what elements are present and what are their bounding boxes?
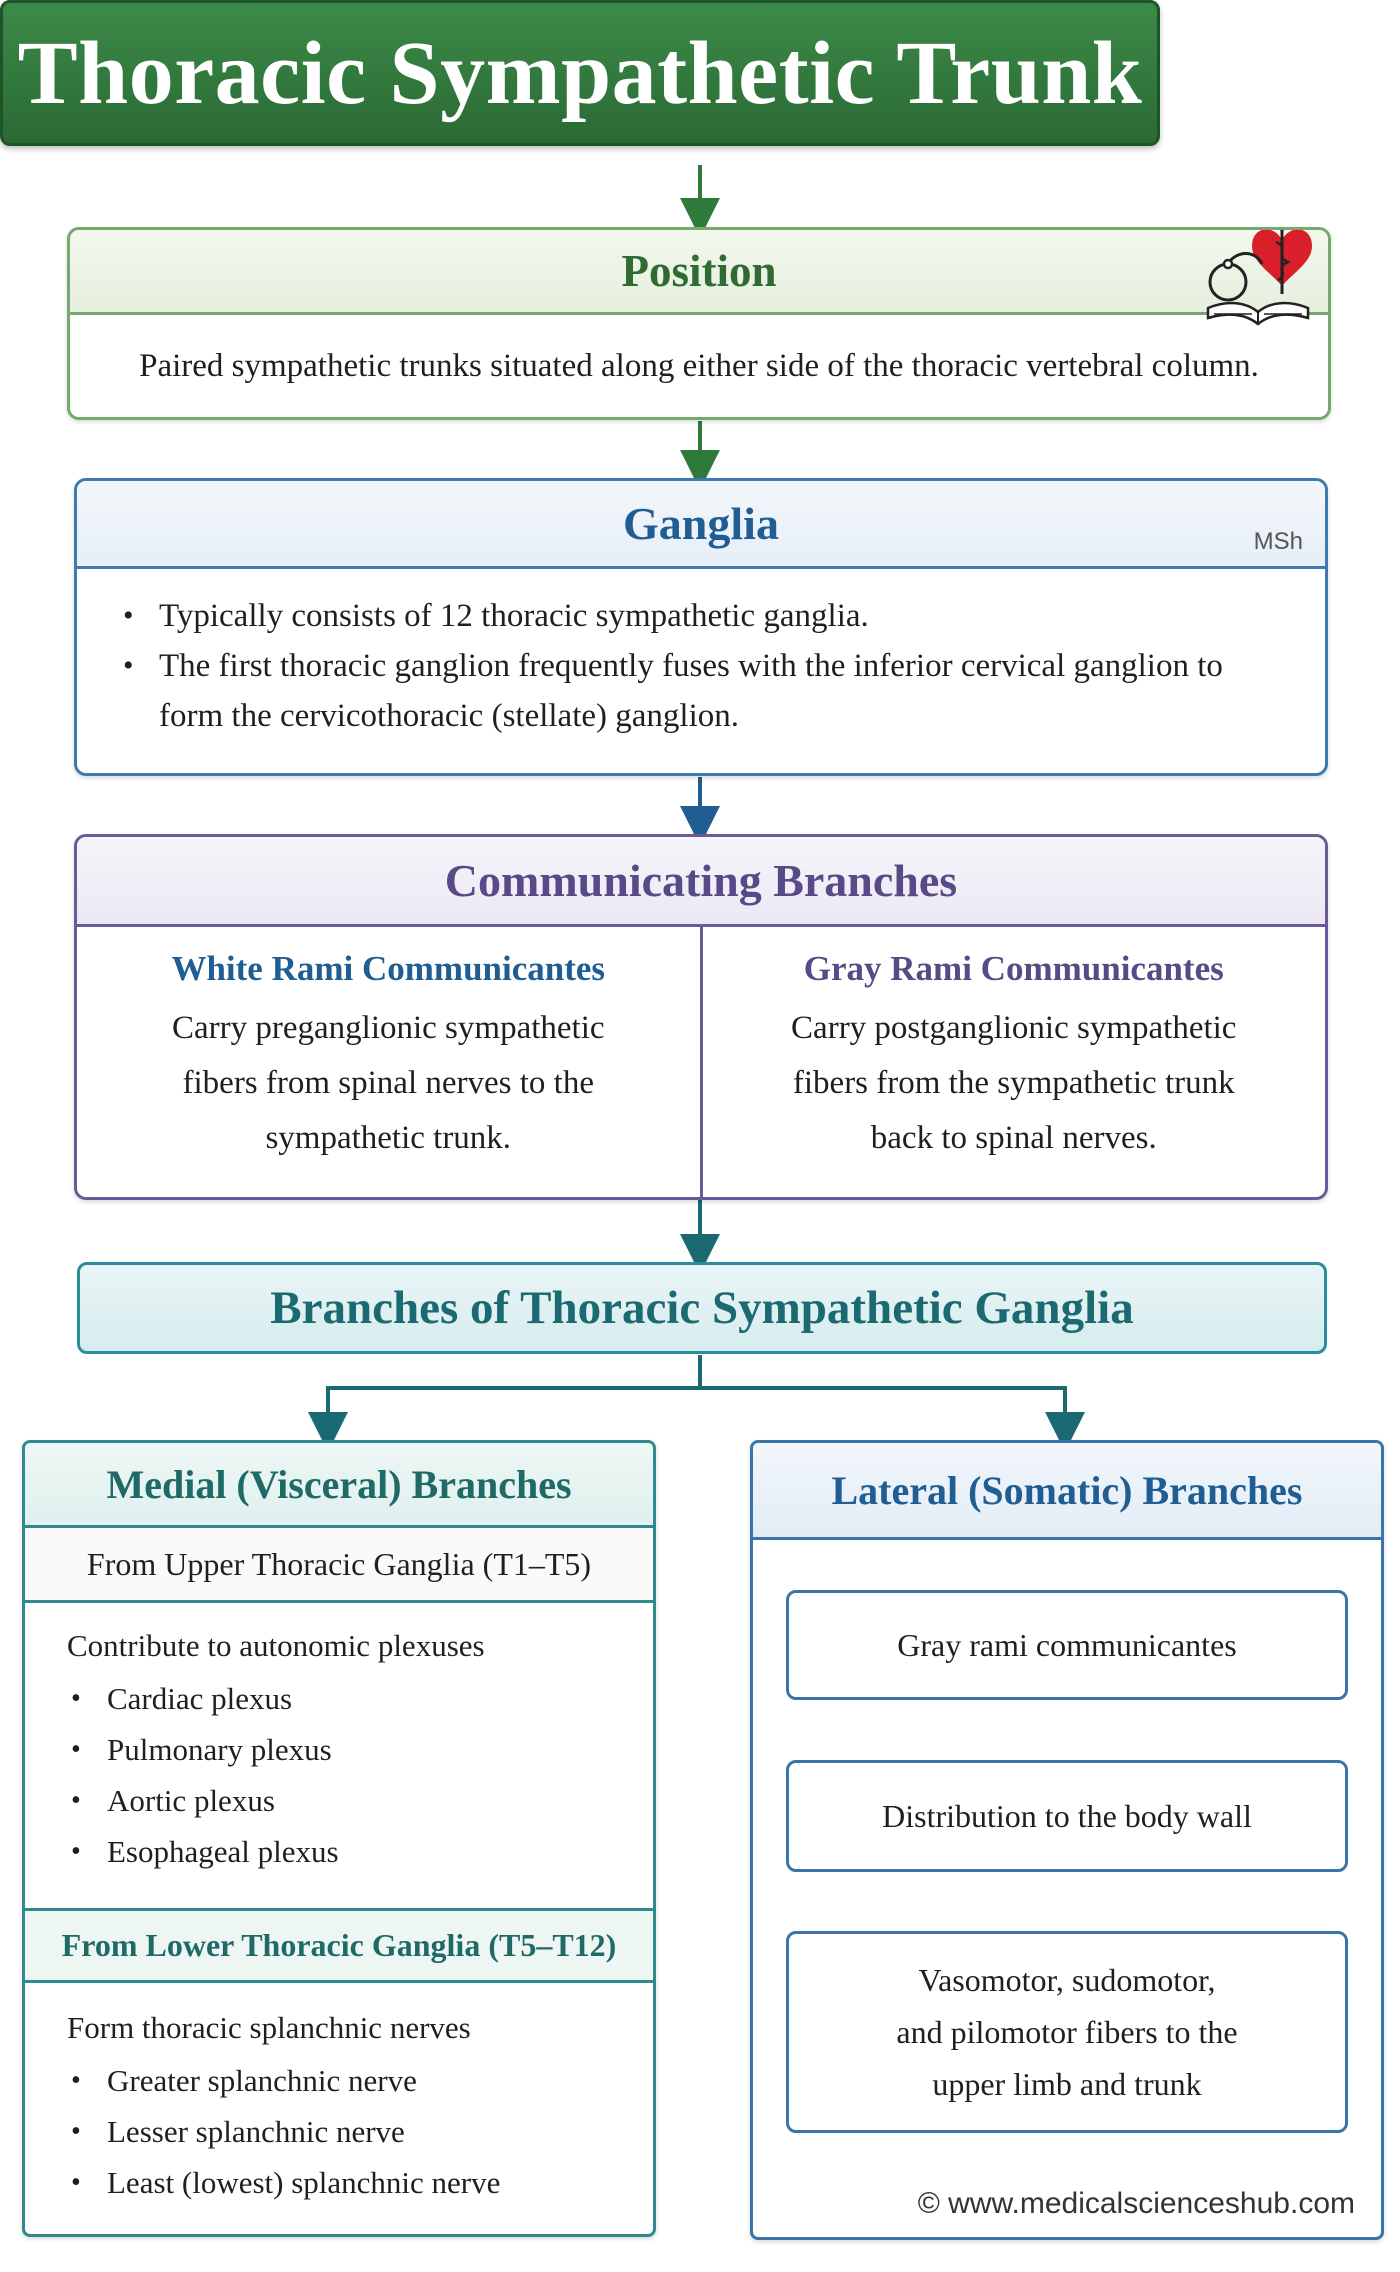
body-wall-box: Distribution to the body wall xyxy=(786,1760,1348,1872)
communicating-heading: Communicating Branches xyxy=(77,837,1325,927)
gray-rami-line: Carry postganglionic sympathetic xyxy=(791,1010,1237,1046)
fibers-line: and pilomotor fibers to the xyxy=(896,2014,1238,2050)
msh-watermark: MSh xyxy=(1253,528,1303,555)
lower-ganglia-subheading: From Lower Thoracic Ganglia (T5–T12) xyxy=(25,1908,653,1983)
white-rami-line: Carry preganglionic sympathetic xyxy=(171,1010,605,1046)
arrow-branches-split xyxy=(328,1355,1065,1390)
copyright-footer: © www.medicalscienceshub.com xyxy=(917,2187,1355,2220)
gray-rami-box: Gray rami communicantes xyxy=(786,1590,1348,1700)
position-box: Position Paired sympathetic trunks situa… xyxy=(67,227,1331,420)
branches-heading: Branches of Thoracic Sympathetic Ganglia xyxy=(77,1262,1327,1354)
list-item: Pulmonary plexus xyxy=(67,1724,611,1775)
upper-ganglia-section: Contribute to autonomic plexuses Cardiac… xyxy=(25,1603,653,1908)
ganglia-heading: Ganglia MSh xyxy=(77,481,1325,569)
list-item: Cardiac plexus xyxy=(67,1673,611,1724)
position-heading: Position xyxy=(70,230,1328,315)
list-item: Aortic plexus xyxy=(67,1775,611,1826)
ganglia-box: Ganglia MSh Typically consists of 12 tho… xyxy=(74,478,1328,776)
white-rami-column: White Rami Communicantes Carry pregangli… xyxy=(77,927,700,1197)
upper-intro: Contribute to autonomic plexuses xyxy=(67,1628,485,1663)
list-item: Esophageal plexus xyxy=(67,1826,611,1877)
fibers-line: upper limb and trunk xyxy=(932,2066,1202,2102)
lower-ganglia-section: Form thoracic splanchnic nerves Greater … xyxy=(25,1983,653,2208)
list-item: Greater splanchnic nerve xyxy=(67,2055,611,2106)
page-title-text: Thoracic Sympathetic Trunk xyxy=(17,23,1143,123)
gray-rami-line: fibers from the sympathetic trunk xyxy=(792,1065,1235,1101)
open-book-icon xyxy=(1206,301,1310,326)
lower-intro: Form thoracic splanchnic nerves xyxy=(67,2010,471,2045)
list-item: Typically consists of 12 thoracic sympat… xyxy=(117,591,1285,641)
medial-branches-box: Medial (Visceral) Branches From Upper Th… xyxy=(22,1440,656,2237)
list-item: The first thoracic ganglion frequently f… xyxy=(117,641,1285,741)
medial-heading: Medial (Visceral) Branches xyxy=(25,1443,653,1528)
lateral-heading: Lateral (Somatic) Branches xyxy=(753,1443,1381,1540)
white-rami-line: sympathetic trunk. xyxy=(265,1120,512,1156)
communicating-box: Communicating Branches White Rami Commun… xyxy=(74,834,1328,1200)
ganglia-heading-text: Ganglia xyxy=(623,498,779,549)
gray-rami-title: Gray Rami Communicantes xyxy=(803,949,1224,988)
fibers-box: Vasomotor, sudomotor, and pilomotor fibe… xyxy=(786,1931,1348,2133)
gray-rami-line: back to spinal nerves. xyxy=(870,1120,1157,1156)
list-item: Lesser splanchnic nerve xyxy=(67,2106,611,2157)
heart-caduceus-icon xyxy=(1206,230,1312,326)
page-title: Thoracic Sympathetic Trunk xyxy=(0,0,1160,146)
list-item: Least (lowest) splanchnic nerve xyxy=(67,2157,611,2208)
white-rami-title: White Rami Communicantes xyxy=(171,949,606,988)
lateral-branches-box: Lateral (Somatic) Branches Gray rami com… xyxy=(750,1440,1384,2240)
upper-ganglia-subheading: From Upper Thoracic Ganglia (T1–T5) xyxy=(25,1528,653,1603)
stethoscope-icon xyxy=(1208,252,1264,302)
white-rami-line: fibers from spinal nerves to the xyxy=(182,1065,594,1101)
ganglia-list: Typically consists of 12 thoracic sympat… xyxy=(77,569,1325,741)
gray-rami-column: Gray Rami Communicantes Carry postgangli… xyxy=(699,927,1326,1197)
fibers-line: Vasomotor, sudomotor, xyxy=(918,1962,1216,1998)
position-text: Paired sympathetic trunks situated along… xyxy=(139,347,1259,384)
